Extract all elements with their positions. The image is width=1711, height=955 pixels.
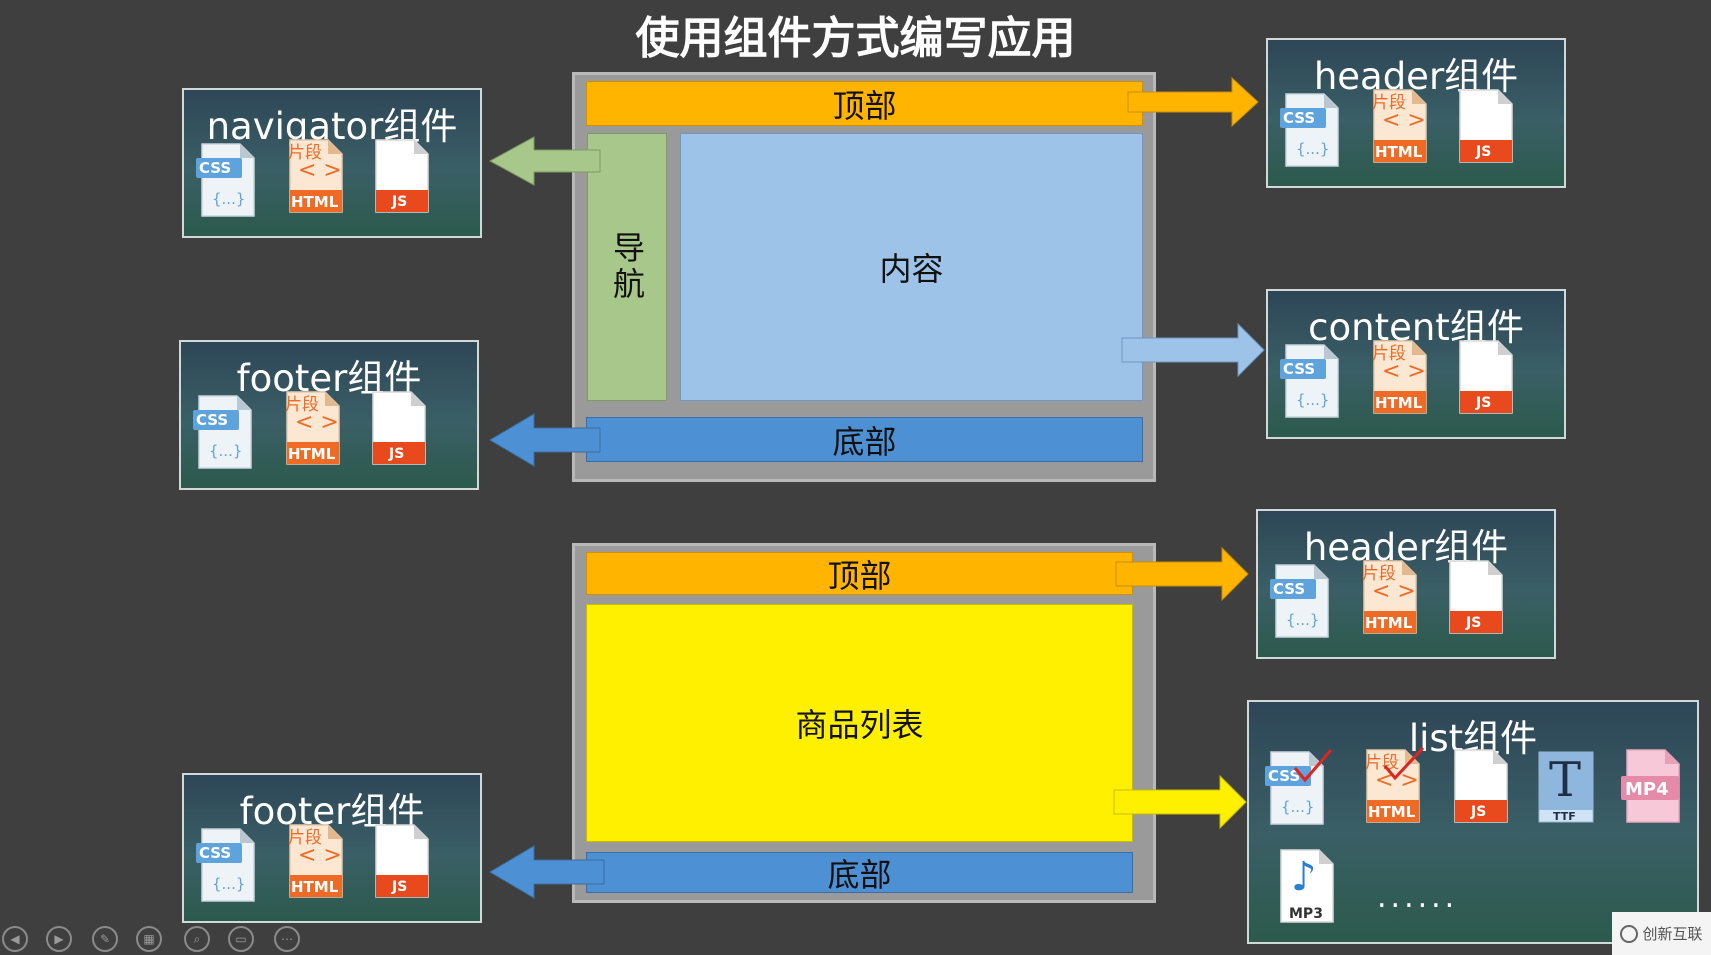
screen-icon[interactable]: ▭: [228, 926, 254, 952]
layout2-bottom: 底部: [586, 852, 1133, 894]
check-mark-icon: [1383, 746, 1425, 781]
layout1-top: 顶部: [586, 81, 1143, 126]
zoom-icon[interactable]: ⌕: [184, 926, 210, 952]
arrow-to-footer2: [489, 845, 605, 899]
arrow-to-header1: [1127, 76, 1259, 128]
js-file-icon: JS: [370, 823, 432, 901]
check-mark-icon: [1293, 749, 1333, 783]
header1-component: header组件 CSS {...} 片段 < > HTML JS: [1266, 38, 1566, 188]
css-file-icon: CSS {...}: [196, 827, 258, 905]
more-items: ......: [1377, 880, 1459, 915]
js-file-icon: JS: [1454, 88, 1516, 166]
layout1-content: 内容: [680, 133, 1143, 401]
watermark-logo-icon: [1620, 924, 1639, 943]
css-file-icon: CSS {...}: [196, 142, 258, 220]
arrow-to-footer1: [489, 413, 601, 467]
more-icon[interactable]: ⋯: [274, 926, 300, 952]
footer2-component: footer组件 CSS {...} 片段 < > HTML JS: [182, 773, 482, 923]
html-file-icon: 片段 < > HTML: [284, 138, 346, 216]
layout2-top: 顶部: [586, 552, 1133, 595]
layout1-nav: 导航: [587, 133, 667, 401]
layout1-bottom: 底部: [586, 417, 1143, 462]
navigator-component: navigator组件 CSS {...} 片段 < > HTML JS: [182, 88, 482, 238]
header2-component: header组件 CSS {...} 片段 < > HTML JS: [1256, 509, 1556, 659]
css-file-icon: CSS {...}: [1280, 92, 1342, 170]
watermark-logo: 创新互联: [1612, 912, 1711, 955]
page-title: 使用组件方式编写应用: [635, 13, 1076, 64]
layout2-list: 商品列表: [586, 604, 1133, 842]
mp3-file-icon: ♪ MP3: [1275, 848, 1337, 926]
html-file-icon: 片段 < > HTML: [1368, 339, 1430, 417]
js-file-icon: JS: [370, 138, 432, 216]
arrow-to-list: [1113, 774, 1247, 830]
arrow-to-navigator: [488, 136, 601, 186]
css-file-icon: CSS {...}: [1270, 563, 1332, 641]
html-file-icon: 片段 < > HTML: [284, 823, 346, 901]
js-file-icon: JS: [367, 390, 429, 468]
music-note-icon: ♪: [1291, 854, 1317, 900]
css-file-icon: CSS {...}: [1265, 750, 1327, 828]
slides-icon[interactable]: ▦: [136, 926, 162, 952]
html-file-icon: 片段 < > HTML: [1368, 88, 1430, 166]
js-file-icon: JS: [1454, 339, 1516, 417]
next-icon[interactable]: ▶: [46, 926, 72, 952]
arrow-to-content: [1121, 322, 1265, 378]
css-file-icon: CSS {...}: [193, 394, 255, 472]
previous-icon[interactable]: ◀: [2, 926, 28, 952]
mp4-file-icon: MP4: [1621, 748, 1683, 826]
js-file-icon: JS: [1444, 559, 1506, 637]
ttf-font-icon: T TTF: [1535, 748, 1597, 826]
js-file-icon: JS: [1449, 748, 1511, 826]
footer1-component: footer组件 CSS {...} 片段 < > HTML JS: [179, 340, 479, 490]
arrow-to-header2: [1115, 546, 1249, 602]
html-file-icon: 片段 < > HTML: [1358, 559, 1420, 637]
pen-icon[interactable]: ✎: [92, 926, 118, 952]
html-file-icon: 片段 < > HTML: [281, 390, 343, 468]
html-file-icon: 片段 < > HTML: [1361, 748, 1423, 826]
list-component: list组件 CSS {...} 片段 < > HTML JS T TTF MP…: [1247, 700, 1699, 944]
css-file-icon: CSS {...}: [1280, 343, 1342, 421]
content-component: content组件 CSS {...} 片段 < > HTML JS: [1266, 289, 1566, 439]
